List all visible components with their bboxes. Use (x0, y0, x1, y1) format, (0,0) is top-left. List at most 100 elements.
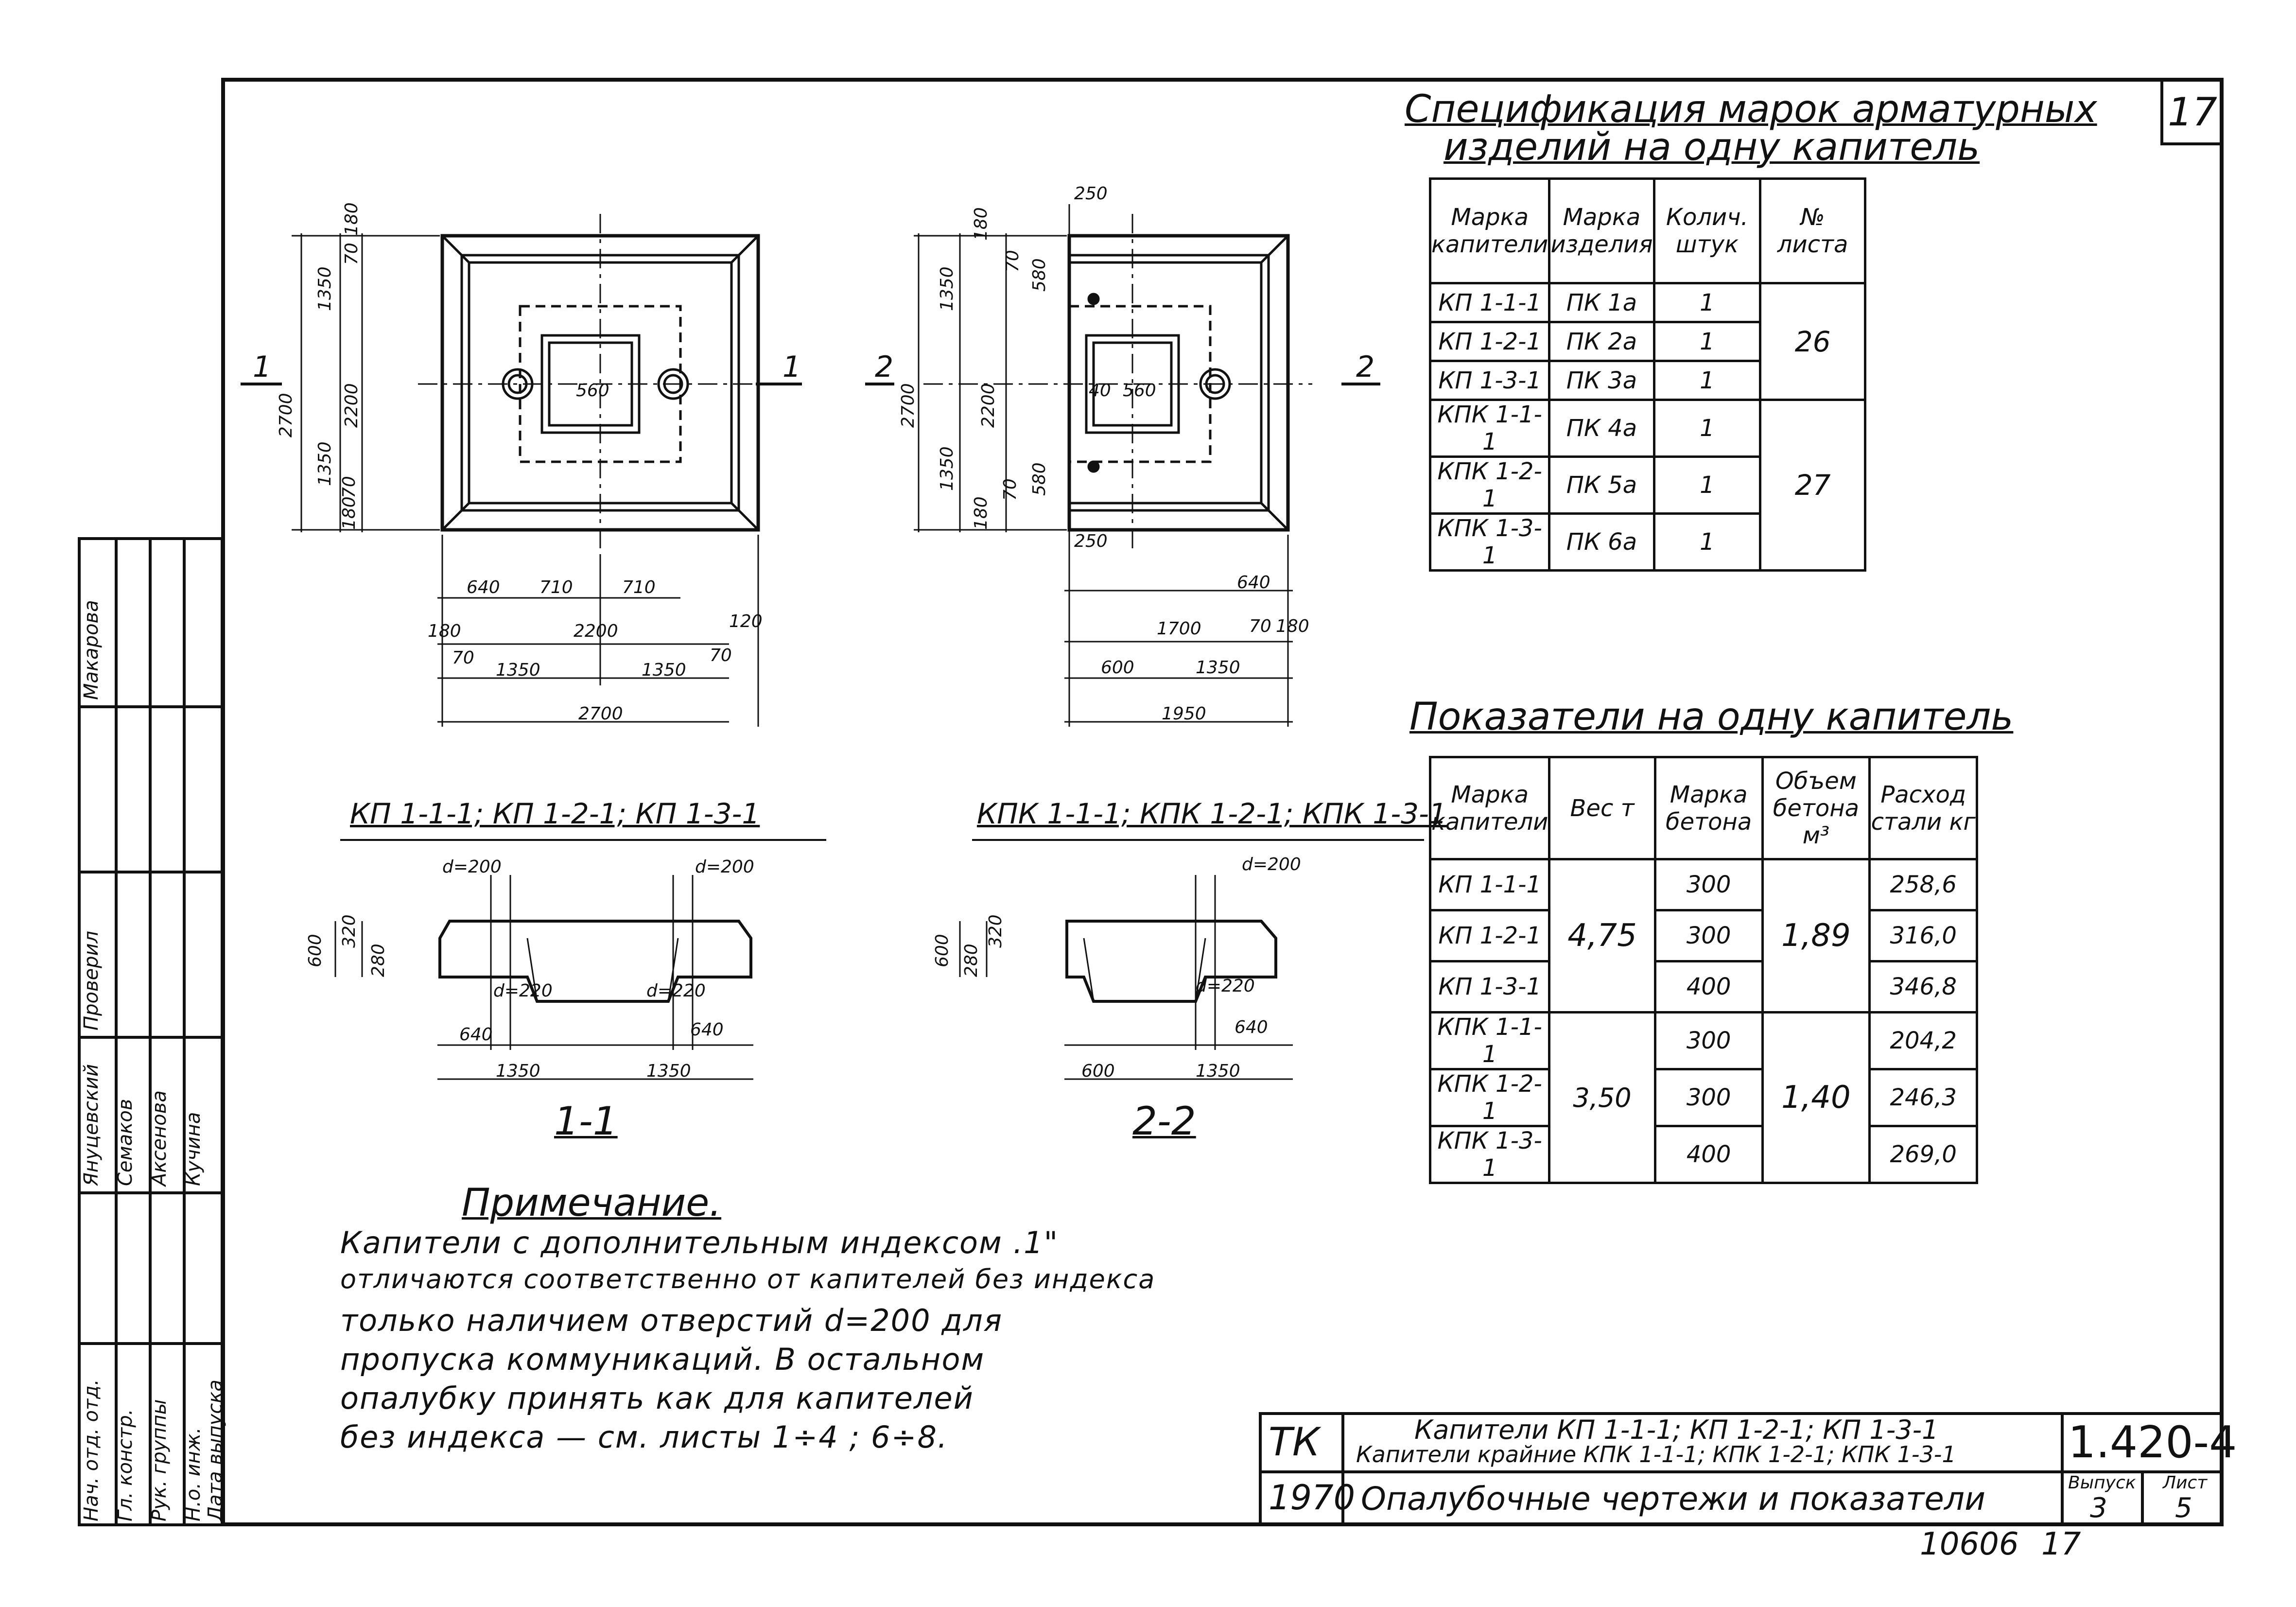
ind-r4-c4: 246,3 (1868, 1068, 1978, 1127)
ind-r0-c4: 258,6 (1868, 858, 1978, 911)
note-title: Примечание. (462, 1181, 722, 1225)
dim-s1-320: 320 (339, 914, 359, 948)
dim-p1-2700: 2700 (276, 393, 296, 437)
note-line-5: опалубку принять как для капителей (340, 1380, 974, 1416)
dim-s1-1350b: 1350 (646, 1061, 691, 1081)
dim-p2-600: 600 (1101, 658, 1134, 678)
stamp-title-1: Капители КП 1-1-1; КП 1-2-1; КП 1-3-1 (1414, 1415, 1939, 1445)
section-1-1-label: 1-1 (554, 1099, 618, 1144)
dim-s2-d200: d=200 (1242, 855, 1301, 874)
stamp-year: 1970 (1269, 1478, 1356, 1518)
dim-p1-180l: 180 (428, 621, 461, 641)
dim-p2-2200: 2200 (978, 383, 998, 428)
ind-r1-c4: 316,0 (1868, 909, 1978, 962)
ind-h-1: Вес т (1548, 756, 1656, 860)
dim-s2-1350: 1350 (1196, 1061, 1240, 1081)
dim-p2-250t: 250 (1074, 184, 1108, 204)
spec-h-3: № листа (1759, 177, 1866, 284)
ind-weight-1: 4,75 (1548, 858, 1656, 1013)
dim-p1-70l: 70 (452, 648, 474, 668)
section-2-2 (959, 875, 1293, 1080)
ind-r5-c2: 400 (1653, 1125, 1764, 1184)
dim-s1-d220b: d=220 (646, 981, 706, 1001)
ind-r0-c0: КП 1-1-1 (1428, 858, 1551, 911)
spec-r4-c0: КПК 1-2-1 (1428, 455, 1551, 515)
ind-r5-c0: КПК 1-3-1 (1428, 1125, 1551, 1184)
dim-p2-250b: 250 (1074, 531, 1108, 551)
note-line-1: Капители с дополнительным индексом .1" (340, 1225, 1059, 1260)
dim-s2-600: 600 (932, 934, 952, 967)
stamp-title-3: Опалубочные чертежи и показатели (1361, 1480, 1985, 1518)
spec-r5-c2: 1 (1652, 512, 1762, 572)
spec-r4-c1: ПК 5а (1548, 455, 1655, 515)
spec-table: Марка капители Марка изделия Колич. штук… (1428, 177, 1866, 572)
dim-s1-d200a: d=200 (442, 857, 502, 877)
dim-p2-1350a: 1350 (937, 266, 957, 311)
dim-p2-70: 70 (1003, 250, 1023, 272)
dim-s2-320: 320 (986, 914, 1006, 948)
sheet-number-box: 17 (2160, 82, 2222, 145)
spec-title-2: изделий на одну капитель (1444, 125, 1980, 169)
cut-2-left: 2 (875, 350, 893, 384)
dim-p2-1350: 1350 (1196, 658, 1240, 678)
ind-r2-c4: 346,8 (1868, 960, 1978, 1013)
stamp-sheet-label: Лист (2163, 1473, 2208, 1493)
plan-2 (865, 204, 1380, 727)
ind-r1-c2: 300 (1653, 909, 1764, 962)
spec-r3-c0: КПК 1-1-1 (1428, 399, 1551, 458)
dim-p2-1350b: 1350 (937, 446, 957, 491)
dim-p2-580: 580 (1029, 258, 1049, 292)
dim-p1-2700-h: 2700 (578, 704, 623, 724)
dim-s1-1350a: 1350 (496, 1061, 540, 1081)
dim-p1-710a: 710 (539, 577, 573, 597)
dim-p1-180t: 180 (342, 202, 362, 236)
note-line-2: отличаются соответственно от капителей б… (340, 1264, 1156, 1294)
cut-1-right: 1 (783, 350, 801, 384)
dim-p2-70b: 70 (1000, 478, 1020, 501)
spec-r3-c1: ПК 4а (1548, 399, 1655, 458)
dim-p1-640: 640 (467, 577, 500, 597)
dim-p2-640: 640 (1237, 573, 1270, 593)
spec-sheet-27: 27 (1759, 399, 1866, 572)
dim-p2-inner-a: 40 (1089, 381, 1111, 401)
dim-p1-70t: 70 (342, 243, 362, 265)
spec-r5-c1: ПК 6а (1548, 512, 1655, 572)
spec-h-0: Марка капители (1428, 177, 1551, 284)
ind-volume-2: 1,40 (1761, 1011, 1871, 1184)
ind-r5-c4: 269,0 (1868, 1125, 1978, 1184)
ind-h-4: Расход стали кг (1868, 756, 1978, 860)
ind-r3-c0: КПК 1-1-1 (1428, 1011, 1551, 1070)
spec-r1-c1: ПК 2а (1548, 321, 1655, 362)
dim-p1-1350b-h: 1350 (642, 660, 686, 680)
indicators-table: Марка капители Вес т Марка бетона Объем … (1428, 756, 1978, 1184)
dim-p2-580b: 580 (1029, 462, 1049, 496)
ind-r2-c0: КП 1-3-1 (1428, 960, 1551, 1013)
dim-p1-180b: 180 (339, 496, 359, 530)
stamp-sheet: 5 (2175, 1492, 2192, 1524)
dim-p1-710b: 710 (622, 577, 656, 597)
signature-strip (78, 537, 224, 1526)
spec-r2-c1: ПК 3а (1548, 360, 1655, 401)
dim-s1-640a: 640 (459, 1025, 493, 1045)
ind-volume-1: 1,89 (1761, 858, 1871, 1013)
dim-p1-inner: 560 (576, 381, 609, 401)
spec-r0-c2: 1 (1652, 282, 1762, 323)
cut-2-right: 2 (1356, 350, 1374, 384)
caption-right: КПК 1-1-1; КПК 1-2-1; КПК 1-3-1 (977, 797, 1447, 830)
spec-r4-c2: 1 (1652, 455, 1762, 515)
dim-s1-d220a: d=220 (493, 981, 553, 1001)
spec-r0-c0: КП 1-1-1 (1428, 282, 1551, 323)
ind-r1-c0: КП 1-2-1 (1428, 909, 1551, 962)
dim-p1-180r: 120 (729, 611, 763, 631)
dim-s2-600w: 600 (1081, 1061, 1115, 1081)
dim-p2-180: 180 (1276, 616, 1309, 636)
ind-r2-c2: 400 (1653, 960, 1764, 1013)
dim-p1-2200: 2200 (342, 383, 362, 428)
stamp-title-2: Капители крайние КПК 1-1-1; КПК 1-2-1; К… (1356, 1441, 1956, 1467)
dim-p2-inner: 560 (1123, 381, 1156, 401)
archive-number: 10606 (1920, 1526, 2019, 1562)
dim-p2-180: 180 (971, 207, 991, 241)
dim-p2-1950: 1950 (1162, 704, 1206, 724)
dim-p1-1350b: 1350 (315, 441, 335, 486)
